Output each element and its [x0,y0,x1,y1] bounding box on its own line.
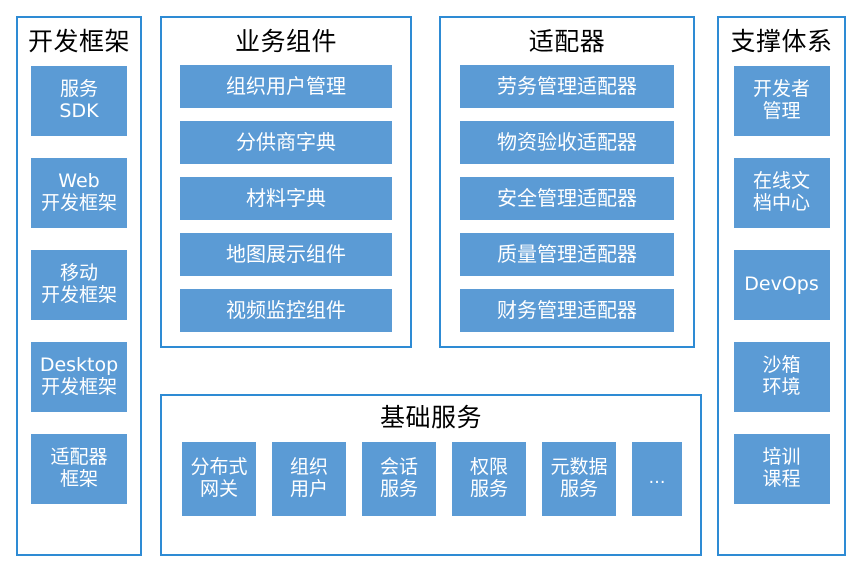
tile-label: 在线文 档中心 [752,170,810,214]
tile-label: 地图展示组件 [226,241,346,266]
panel-title-business-components: 业务组件 [234,27,337,56]
tile-devops[interactable]: DevOps [733,249,830,320]
tile-label: 分布式 网关 [190,456,248,500]
tile-training-courses[interactable]: 培训 课程 [733,433,830,504]
tile-list-adapters: 劳务管理适配器 物资验收适配器 安全管理适配器 质量管理适配器 财务管理适配器 [460,64,674,332]
tile-desktop-dev-framework[interactable]: Desktop 开发框架 [31,341,127,412]
tile-online-document-center[interactable]: 在线文 档中心 [733,157,830,228]
tile-distributed-gateway[interactable]: 分布式 网关 [182,441,256,516]
tile-label: Desktop 开发框架 [39,354,119,398]
tile-label: 财务管理适配器 [497,297,637,322]
tile-label: 分供商字典 [236,129,336,154]
tile-developer-management[interactable]: 开发者 管理 [733,65,830,136]
tile-sandbox-environment[interactable]: 沙箱 环境 [733,341,830,412]
panel-support-system: 支撑体系 开发者 管理 在线文 档中心 DevOps 沙箱 环境 培训 课程 [717,16,846,556]
tile-label: 开发者 管理 [752,78,810,122]
tile-label: DevOps [744,272,819,295]
tile-session-service[interactable]: 会话 服务 [362,441,436,516]
tile-list-development-framework: 服务 SDK Web 开发框架 移动 开发框架 Desktop 开发框架 适配器… [31,65,127,504]
panel-business-components: 业务组件 组织用户管理 分供商字典 材料字典 地图展示组件 视频监控组件 [160,16,412,348]
panel-development-framework: 开发框架 服务 SDK Web 开发框架 移动 开发框架 Desktop 开发框… [16,16,142,556]
tile-map-display-component[interactable]: 地图展示组件 [180,232,392,276]
tile-more-ellipsis[interactable]: … [632,441,682,516]
tile-material-dictionary[interactable]: 材料字典 [180,176,392,220]
tile-list-support-system: 开发者 管理 在线文 档中心 DevOps 沙箱 环境 培训 课程 [733,65,830,504]
panel-title-support-system: 支撑体系 [730,27,833,56]
tile-label: 会话 服务 [379,456,418,500]
tile-label: 移动 开发框架 [40,262,117,306]
tile-label: 劳务管理适配器 [497,73,637,98]
tile-label: 视频监控组件 [226,297,346,322]
tile-supplier-dictionary[interactable]: 分供商字典 [180,120,392,164]
tile-label: … [648,467,666,488]
tile-org-user[interactable]: 组织 用户 [272,441,346,516]
panel-title-basic-services: 基础服务 [379,403,482,432]
tile-list-business-components: 组织用户管理 分供商字典 材料字典 地图展示组件 视频监控组件 [180,64,392,332]
panel-adapters: 适配器 劳务管理适配器 物资验收适配器 安全管理适配器 质量管理适配器 财务管理… [439,16,695,348]
tile-finance-management-adapter[interactable]: 财务管理适配器 [460,288,674,332]
tile-video-monitoring-component[interactable]: 视频监控组件 [180,288,392,332]
tile-label: 组织 用户 [289,456,328,500]
tile-label: 质量管理适配器 [497,241,637,266]
tile-safety-management-adapter[interactable]: 安全管理适配器 [460,176,674,220]
tile-service-sdk[interactable]: 服务 SDK [31,65,127,136]
tile-web-dev-framework[interactable]: Web 开发框架 [31,157,127,228]
tile-permission-service[interactable]: 权限 服务 [452,441,526,516]
tile-label: 适配器 框架 [50,446,108,490]
tile-label: 组织用户管理 [226,73,346,98]
tile-label: Web 开发框架 [40,170,117,214]
tile-label: 材料字典 [246,185,326,210]
tile-label: 沙箱 环境 [762,354,801,398]
tile-label: 培训 课程 [762,446,801,490]
tile-metadata-service[interactable]: 元数据 服务 [542,441,616,516]
panel-title-adapters: 适配器 [528,27,606,56]
tile-label: 安全管理适配器 [497,185,637,210]
tile-label: 物资验收适配器 [497,129,637,154]
tile-org-user-management[interactable]: 组织用户管理 [180,64,392,108]
tile-material-acceptance-adapter[interactable]: 物资验收适配器 [460,120,674,164]
panel-title-development-framework: 开发框架 [27,27,130,56]
tile-adapter-framework[interactable]: 适配器 框架 [31,433,127,504]
tile-label: 权限 服务 [469,456,508,500]
tile-list-basic-services: 分布式 网关 组织 用户 会话 服务 权限 服务 元数据 服务 … [182,441,700,516]
tile-quality-management-adapter[interactable]: 质量管理适配器 [460,232,674,276]
tile-label: 元数据 服务 [550,456,608,500]
tile-labor-management-adapter[interactable]: 劳务管理适配器 [460,64,674,108]
tile-mobile-dev-framework[interactable]: 移动 开发框架 [31,249,127,320]
panel-basic-services: 基础服务 分布式 网关 组织 用户 会话 服务 权限 服务 元数据 服务 … [160,394,702,556]
tile-label: 服务 SDK [59,78,99,122]
